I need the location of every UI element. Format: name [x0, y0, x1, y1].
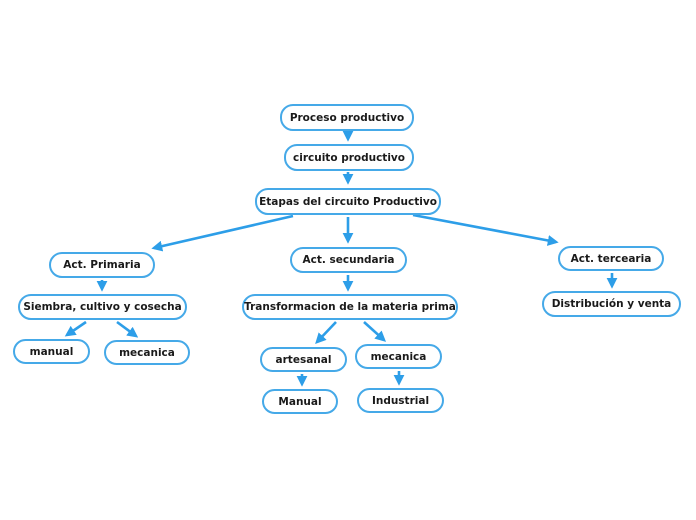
edge-transformacion-mecanica-2 — [363, 321, 387, 342]
node-circuito-productivo[interactable]: circuito productivo — [284, 144, 414, 171]
node-industrial[interactable]: Industrial — [357, 388, 444, 413]
node-act-tercearia[interactable]: Act. tercearia — [558, 246, 664, 271]
edge-siembra-mecanica-1 — [116, 320, 139, 338]
node-transformacion-de-la-materia-prima[interactable]: Transformacion de la materia prima — [242, 294, 458, 320]
edge-siembra-manual-1 — [64, 320, 87, 337]
node-manual-2[interactable]: Manual — [262, 389, 338, 414]
edge-etapas-act-primaria — [151, 214, 294, 252]
node-act-secundaria[interactable]: Act. secundaria — [290, 247, 407, 273]
edge-etapas-act-tercearia — [412, 213, 559, 246]
node-manual-1[interactable]: manual — [13, 339, 90, 364]
node-proceso-productivo[interactable]: Proceso productivo — [280, 104, 414, 131]
node-mecanica-2[interactable]: mecanica — [355, 344, 442, 369]
node-etapas-del-circuito-productivo[interactable]: Etapas del circuito Productivo — [255, 188, 441, 215]
node-act-primaria[interactable]: Act. Primaria — [49, 252, 155, 278]
edge-transformacion-artesanal — [315, 321, 337, 344]
node-mecanica-1[interactable]: mecanica — [104, 340, 190, 365]
node-siembra-cultivo-y-cosecha[interactable]: Siembra, cultivo y cosecha — [18, 294, 187, 320]
node-artesanal[interactable]: artesanal — [260, 347, 347, 372]
node-distribucion-y-venta[interactable]: Distribución y venta — [542, 291, 681, 317]
